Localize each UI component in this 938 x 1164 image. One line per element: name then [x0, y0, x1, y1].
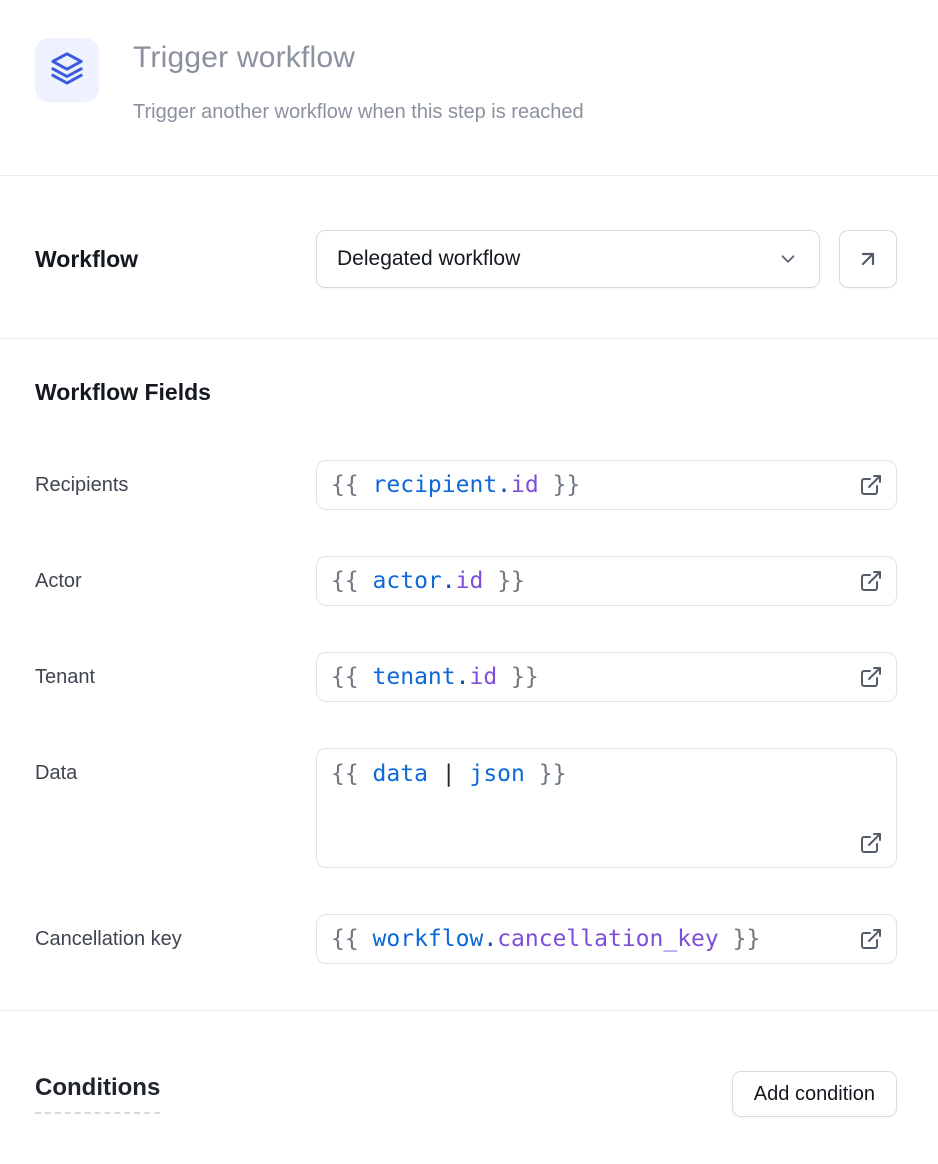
step-header: Trigger workflow Trigger another workflo…: [0, 0, 938, 176]
external-link-icon: [859, 665, 883, 689]
external-link-icon: [859, 831, 883, 855]
field-code: {{ recipient.id }}: [331, 472, 581, 498]
conditions-section: Conditions Add condition: [0, 1011, 938, 1117]
field-label: Actor: [35, 569, 82, 592]
open-workflow-button[interactable]: [839, 230, 897, 288]
field-code: {{ workflow.cancellation_key }}: [331, 926, 761, 952]
field-code: {{ actor.id }}: [331, 568, 525, 594]
workflow-select[interactable]: Delegated workflow: [316, 230, 820, 288]
page-subtitle: Trigger another workflow when this step …: [133, 101, 584, 123]
field-label: Cancellation key: [35, 927, 182, 950]
external-link-icon: [859, 569, 883, 593]
workflow-fields-list: Recipients {{ recipient.id }} Actor {{ a…: [35, 460, 897, 964]
field-row: Cancellation key {{ workflow.cancellatio…: [35, 914, 897, 964]
field-label: Recipients: [35, 473, 129, 496]
chevron-down-icon: [777, 248, 799, 270]
expand-editor-button[interactable]: [859, 473, 883, 497]
field-template-input[interactable]: {{ workflow.cancellation_key }}: [316, 914, 897, 964]
expand-editor-button[interactable]: [859, 569, 883, 593]
page-title: Trigger workflow: [133, 41, 356, 74]
field-code: {{ data | json }}: [331, 761, 567, 787]
expand-editor-button[interactable]: [859, 927, 883, 951]
layers-icon: [50, 51, 84, 90]
field-row: Recipients {{ recipient.id }}: [35, 460, 897, 510]
workflow-selector-row: Workflow Delegated workflow: [0, 176, 938, 339]
field-template-input[interactable]: {{ recipient.id }}: [316, 460, 897, 510]
field-template-input[interactable]: {{ tenant.id }}: [316, 652, 897, 702]
trigger-workflow-icon-box: [35, 38, 99, 102]
add-condition-button[interactable]: Add condition: [731, 1071, 897, 1117]
field-template-input[interactable]: {{ actor.id }}: [316, 556, 897, 606]
workflow-label: Workflow: [35, 245, 139, 272]
arrow-up-right-icon: [856, 247, 880, 271]
field-row: Actor {{ actor.id }}: [35, 556, 897, 606]
conditions-heading[interactable]: Conditions: [35, 1074, 161, 1114]
field-row: Tenant {{ tenant.id }}: [35, 652, 897, 702]
workflow-fields-section: Workflow Fields Recipients {{ recipient.…: [0, 339, 938, 1011]
expand-editor-button[interactable]: [859, 831, 883, 855]
external-link-icon: [859, 927, 883, 951]
workflow-fields-heading: Workflow Fields: [35, 379, 211, 405]
field-template-input[interactable]: {{ data | json }}: [316, 748, 897, 868]
field-label: Data: [35, 762, 78, 784]
field-label: Tenant: [35, 665, 96, 688]
workflow-select-value: Delegated workflow: [337, 247, 521, 270]
expand-editor-button[interactable]: [859, 665, 883, 689]
field-code: {{ tenant.id }}: [331, 664, 539, 690]
external-link-icon: [859, 473, 883, 497]
field-row: Data {{ data | json }}: [35, 748, 897, 868]
